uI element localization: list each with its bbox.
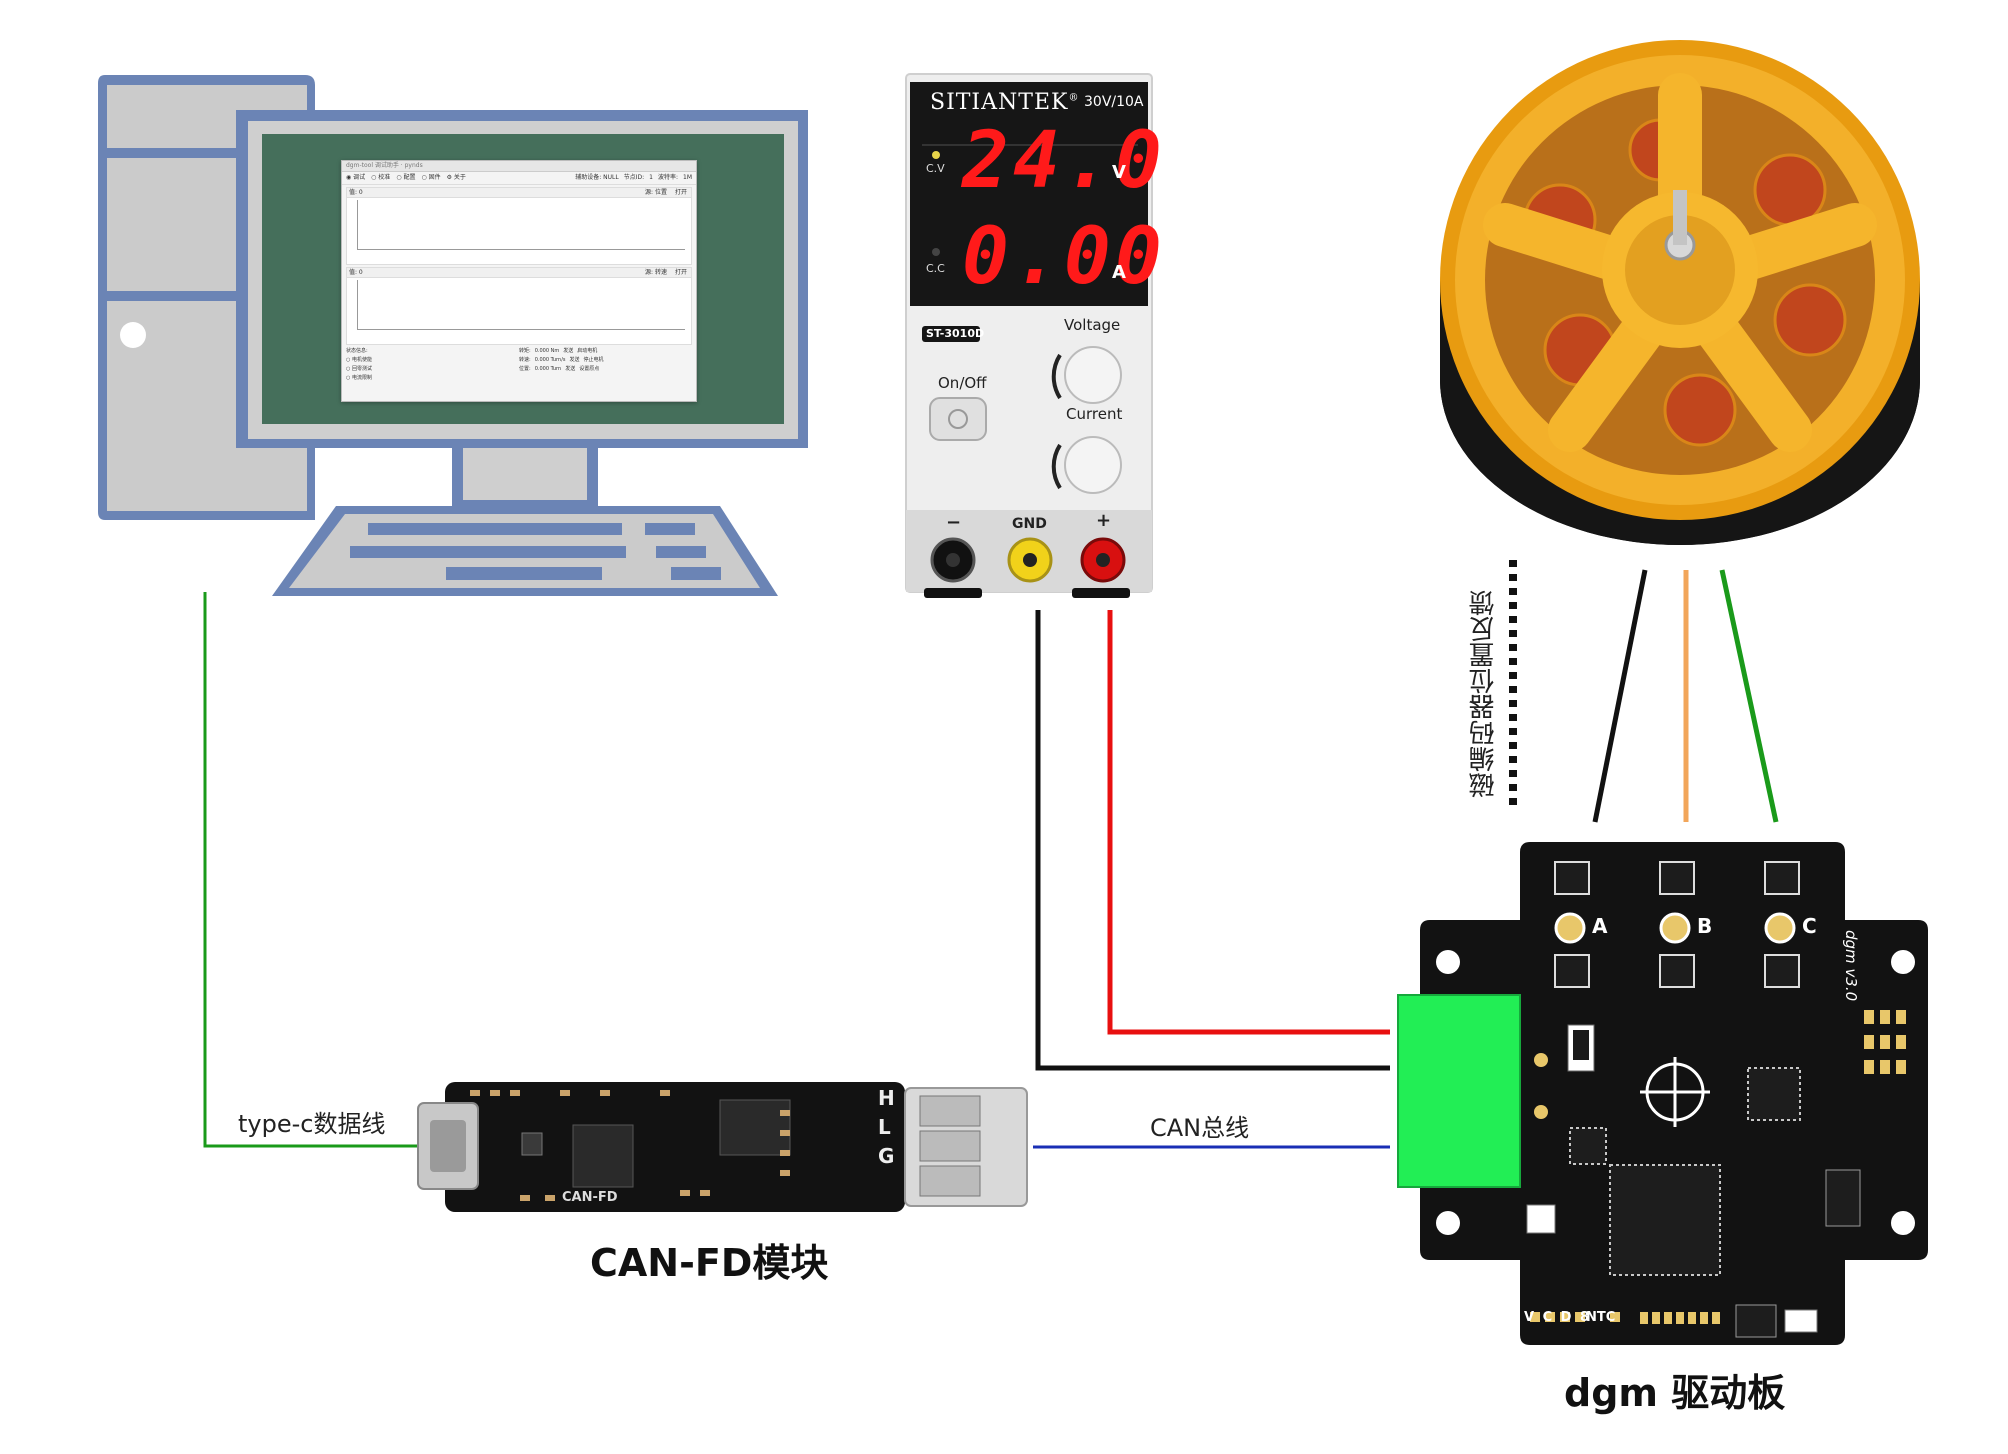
can-module-silk: CAN-FD (562, 1190, 618, 1205)
baud-select[interactable]: 1M (683, 174, 692, 181)
start-motor-button[interactable]: 启动电机 (577, 348, 598, 354)
mcu-chip (1609, 1164, 1721, 1276)
keyboard (272, 506, 778, 596)
menu-calibrate[interactable]: ○ 校准 (371, 174, 391, 181)
board-version: dgm v3.0 (1842, 930, 1860, 1002)
plot-value-label: 值: 0 (349, 189, 363, 196)
plot-source-select[interactable]: 源: 位置 (645, 189, 667, 196)
set-origin-button[interactable]: 设置原点 (579, 366, 600, 372)
usb-wire (203, 592, 420, 1148)
plot-speed: 值: 0 源: 转速 打开 (346, 267, 692, 345)
field-input[interactable]: 0.000 Turn/s (534, 357, 566, 363)
can-module-caption: CAN-FD模块 (590, 1241, 829, 1285)
send-button[interactable]: 发送 (569, 357, 580, 363)
app-menu-bar: ◉ 调试 ○ 校准 ○ 配置 ○ 固件 ⚙ 关于 辅助设备: NULL 节点ID… (342, 172, 696, 185)
can-pin-l: L (878, 1115, 891, 1139)
send-button[interactable]: 发送 (565, 366, 576, 372)
voltage-unit: V (1112, 162, 1126, 183)
can-pin-g: G (878, 1144, 895, 1168)
terminal-plus-label: + (1096, 510, 1112, 531)
current-knob (1064, 436, 1122, 494)
crosshair-mark (1640, 1057, 1710, 1127)
phase-c-label: C (1802, 914, 1817, 938)
cv-led (932, 151, 940, 159)
terminal-minus-label: − (946, 512, 962, 533)
status-option[interactable]: ○ 回零测试 (346, 366, 372, 372)
phase-pads (1554, 912, 1796, 944)
stop-motor-button[interactable]: 停止电机 (583, 357, 604, 363)
field-label: 转矩: (519, 348, 531, 354)
encoder-feedback-label: 磁编码器位置反馈 (1469, 590, 1499, 798)
field-label: 转速: (519, 357, 531, 363)
current-unit: A (1112, 262, 1126, 283)
can-bus-label: CAN总线 (1150, 1114, 1250, 1142)
menu-config[interactable]: ○ 配置 (396, 174, 416, 181)
baud-label: 波特率: (657, 174, 678, 181)
plot-open-button[interactable]: 打开 (674, 189, 687, 196)
app-window: dgm-tool 调试助手 · pynds ◉ 调试 ○ 校准 ○ 配置 ○ 固… (341, 160, 697, 402)
field-input[interactable]: 0.000 Nm (534, 348, 560, 354)
board-pins: V C D 8 (1524, 1310, 1592, 1325)
menu-debug[interactable]: ◉ 调试 (346, 174, 366, 181)
plot-open-button[interactable]: 打开 (674, 269, 687, 276)
cc-led (932, 248, 940, 256)
device-label: 辅助设备: NULL (575, 174, 619, 181)
plot-position: 值: 0 源: 位置 打开 (346, 187, 692, 265)
menu-firmware[interactable]: ○ 固件 (421, 174, 441, 181)
node-input[interactable]: 1 (649, 174, 653, 181)
status-option[interactable]: ○ 电机使能 (346, 357, 372, 363)
power-switch (929, 397, 987, 441)
driver-board-caption: dgm 驱动板 (1564, 1371, 1786, 1415)
voltage-display: 24.0 (962, 116, 1166, 206)
voltage-knob (1064, 346, 1122, 404)
field-label: 位置: (519, 366, 531, 372)
power-wires (1035, 610, 1390, 1071)
current-knob-label: Current (1066, 405, 1123, 423)
status-title: 状态信息: (346, 348, 368, 354)
app-toolbar: 辅助设备: NULL 节点ID: 1 波特率: 1M (575, 172, 696, 184)
menu-about[interactable]: ⚙ 关于 (446, 174, 466, 181)
node-label: 节点ID: (623, 174, 645, 181)
psu-model: ST-3010D (926, 327, 985, 340)
can-fd-module (417, 1082, 1028, 1212)
cc-label: C.C (926, 262, 945, 275)
motor (1440, 40, 1920, 545)
phase-a-label: A (1592, 914, 1608, 938)
plot-source-select[interactable]: 源: 转速 (645, 269, 667, 276)
voltage-knob-label: Voltage (1064, 316, 1121, 334)
driver-board (1397, 842, 1928, 1345)
usb-cable-label: type-c数据线 (238, 1110, 386, 1138)
can-pin-h: H (878, 1086, 895, 1110)
power-switch-label: On/Off (938, 374, 987, 392)
psu-brand: SITIANTEK® (930, 90, 1080, 115)
ntc-label: NTC (1586, 1310, 1616, 1325)
send-button[interactable]: 发送 (563, 348, 574, 354)
terminal-gnd-label: GND (1012, 516, 1047, 532)
status-option[interactable]: ○ 电流限制 (346, 375, 372, 381)
phase-b-label: B (1697, 914, 1713, 938)
field-input[interactable]: 0.000 Turn (534, 366, 562, 372)
plot-value-label: 值: 0 (349, 269, 363, 276)
psu-rating: 30V/10A (1084, 94, 1144, 110)
phase-wires (1592, 569, 1779, 823)
app-title-bar: dgm-tool 调试助手 · pynds (342, 161, 696, 172)
current-display: 0.00 (962, 212, 1166, 302)
power-connector (1397, 994, 1521, 1188)
power-supply (905, 73, 1153, 598)
cv-label: C.V (926, 162, 945, 175)
